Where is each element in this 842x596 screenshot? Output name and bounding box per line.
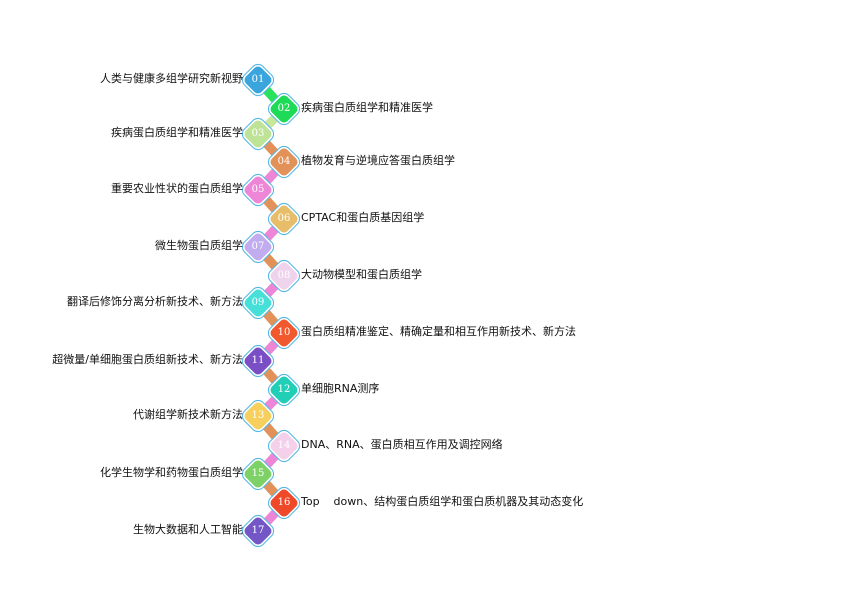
node-number: 14 — [277, 440, 291, 451]
timeline-node-07: 07 — [242, 231, 274, 263]
timeline-node-16: 16 — [268, 487, 300, 519]
node-number: 10 — [277, 327, 291, 338]
timeline-label-14: DNA、RNA、蛋白质相互作用及调控网络 — [301, 438, 503, 451]
timeline-label-16: Top down、结构蛋白质组学和蛋白质机器及其动态变化 — [301, 495, 584, 508]
timeline-node-11: 11 — [242, 345, 274, 377]
timeline-label-11: 超微量/单细胞蛋白质组新技术、新方法 — [52, 353, 243, 366]
node-number: 17 — [251, 525, 265, 536]
timeline-label-02: 疾病蛋白质组学和精准医学 — [301, 101, 433, 114]
timeline-node-01: 01 — [242, 64, 274, 96]
timeline-label-06: CPTAC和蛋白质基因组学 — [301, 211, 425, 224]
timeline-node-08: 08 — [268, 260, 300, 292]
timeline-node-02: 02 — [268, 93, 300, 125]
timeline-label-12: 单细胞RNA测序 — [301, 382, 380, 395]
node-number: 08 — [277, 270, 291, 281]
timeline-label-13: 代谢组学新技术新方法 — [133, 408, 243, 421]
timeline-node-06: 06 — [268, 203, 300, 235]
node-number: 07 — [251, 241, 265, 252]
node-number: 03 — [251, 128, 265, 139]
node-number: 06 — [277, 213, 291, 224]
timeline-label-17: 生物大数据和人工智能 — [133, 523, 243, 536]
node-number: 01 — [251, 74, 265, 85]
timeline-label-04: 植物发育与逆境应答蛋白质组学 — [301, 154, 455, 167]
timeline-label-09: 翻译后修饰分离分析新技术、新方法 — [67, 295, 243, 308]
node-number: 16 — [277, 497, 291, 508]
timeline-label-05: 重要农业性状的蛋白质组学 — [111, 182, 243, 195]
timeline-label-03: 疾病蛋白质组学和精准医学 — [111, 126, 243, 139]
timeline-label-08: 大动物模型和蛋白质组学 — [301, 268, 422, 281]
node-number: 11 — [251, 355, 265, 366]
timeline-node-12: 12 — [268, 374, 300, 406]
node-number: 13 — [251, 410, 265, 421]
timeline-label-15: 化学生物学和药物蛋白质组学 — [100, 466, 243, 479]
timeline-node-04: 04 — [268, 146, 300, 178]
node-number: 05 — [251, 184, 265, 195]
timeline-label-07: 微生物蛋白质组学 — [155, 239, 243, 252]
timeline-node-17: 17 — [242, 515, 274, 547]
node-number: 04 — [277, 156, 291, 167]
timeline-label-10: 蛋白质组精准鉴定、精确定量和相互作用新技术、新方法 — [301, 325, 576, 338]
node-number: 09 — [251, 297, 265, 308]
timeline-node-03: 03 — [242, 118, 274, 150]
timeline-node-13: 13 — [242, 400, 274, 432]
timeline-node-15: 15 — [242, 458, 274, 490]
timeline-node-05: 05 — [242, 174, 274, 206]
timeline-node-14: 14 — [268, 430, 300, 462]
timeline-node-10: 10 — [268, 317, 300, 349]
node-number: 12 — [277, 384, 291, 395]
timeline-node-09: 09 — [242, 287, 274, 319]
node-number: 15 — [251, 468, 265, 479]
timeline-label-01: 人类与健康多组学研究新视野 — [100, 72, 243, 85]
node-number: 02 — [277, 103, 291, 114]
